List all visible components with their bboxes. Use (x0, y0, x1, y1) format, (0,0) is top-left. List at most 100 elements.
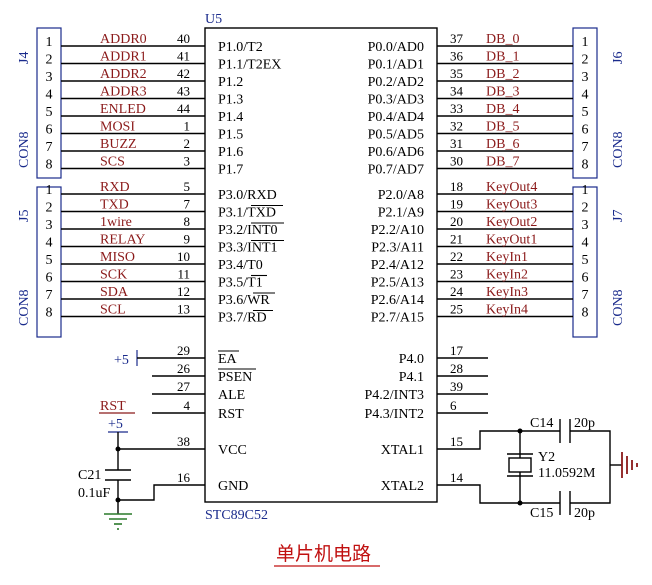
left-pin-name: P1.4 (218, 110, 243, 125)
diagram-title: 单片机电路 (276, 543, 371, 565)
ctrl-right-pin-number: 6 (450, 398, 457, 413)
right-net-label: KeyIn2 (486, 268, 528, 283)
right-pin-name: P2.2/A10 (371, 223, 424, 238)
connector-pin-number: 3 (582, 70, 589, 85)
c14-ref: C14 (530, 416, 553, 431)
left-pin-number: 43 (177, 84, 190, 99)
connector-pin-number: 6 (582, 123, 589, 138)
ctrl-right-pin-name: P4.2/INT3 (365, 388, 425, 403)
connector-j7-body (572, 186, 598, 338)
right-pin-name: P2.3/A11 (371, 241, 424, 256)
ctrl-right-pin-number: 39 (450, 379, 463, 394)
right-pin-number: 37 (450, 31, 464, 46)
connector-pin-number: 8 (46, 306, 53, 321)
left-net-label: ADDR3 (100, 85, 147, 100)
left-net-label: SCL (100, 303, 126, 318)
connector-pin-number: 7 (46, 288, 53, 303)
control-pins: 29EA26PSEN27ALE4RST17P4.028P4.139P4.2/IN… (152, 343, 488, 494)
connector-j4-type: CON8 (17, 131, 32, 168)
right-pin-name: P0.3/AD3 (368, 93, 424, 108)
connector-pin-number: 8 (46, 158, 53, 173)
connector-pin-number: 3 (46, 70, 53, 85)
right-pin-name: P2.7/A15 (371, 311, 424, 326)
crystal-junction-top (517, 428, 523, 434)
right-net-label: DB_3 (486, 85, 519, 100)
right-pin-name: P2.5/A13 (371, 276, 424, 291)
left-pin-name: P1.3 (218, 93, 243, 108)
gnd-pin-name: GND (218, 479, 248, 494)
gnd-pin-number: 16 (177, 470, 191, 485)
left-pin-name: P1.1/T2EX (218, 58, 281, 73)
right-net-label: DB_1 (486, 50, 519, 65)
connector-pin-number: 5 (582, 253, 589, 268)
right-pin-name: P0.1/AD1 (368, 58, 424, 73)
ctrl-right-pin-name: P4.1 (399, 370, 424, 385)
right-pin-number: 33 (450, 101, 463, 116)
left-pin-number: 1 (184, 119, 191, 134)
left-pin-number: 41 (177, 49, 190, 64)
connector-j6-type: CON8 (611, 131, 626, 168)
connector-pin-number: 7 (582, 288, 589, 303)
ctrl-right-pin-number: 17 (450, 343, 464, 358)
left-net-label: SDA (100, 285, 129, 300)
left-net-label: ADDR0 (100, 32, 147, 47)
left-net-label: MISO (100, 250, 135, 265)
left-pin-number: 42 (177, 66, 190, 81)
chip-part: STC89C52 (205, 508, 268, 523)
left-pin-number: 2 (184, 136, 191, 151)
right-net-label: DB_7 (486, 155, 519, 170)
right-net-label: DB_0 (486, 32, 519, 47)
left-net-label: RXD (100, 180, 130, 195)
xtal1-pin-number: 15 (450, 434, 463, 449)
left-net-label: ENLED (100, 102, 146, 117)
right-pin-number: 35 (450, 66, 463, 81)
ctrl-left-pin-name: EA (218, 352, 238, 367)
right-net-label: KeyOut4 (486, 180, 537, 195)
rst-net-label: RST (100, 399, 126, 414)
xtal1-pin-name: XTAL1 (381, 443, 424, 458)
connector-pin-number: 8 (582, 306, 589, 321)
connector-j4-ref: J4 (17, 52, 32, 64)
connector-j6-body (572, 27, 598, 179)
right-net-label: DB_6 (486, 137, 519, 152)
connector-pin-number: 7 (582, 140, 589, 155)
left-pin-name: P3.3/INT1 (218, 241, 278, 256)
left-pin-number: 10 (177, 249, 190, 264)
right-pin-name: P0.5/AD5 (368, 128, 424, 143)
crystal-body (508, 457, 532, 473)
right-pin-number: 24 (450, 284, 464, 299)
left-net-label: SCK (100, 268, 127, 283)
connector-pin-number: 1 (582, 35, 589, 50)
right-pin-name: P0.6/AD6 (368, 145, 424, 160)
xtal2-pin-name: XTAL2 (381, 479, 424, 494)
left-pin-number: 11 (177, 267, 190, 282)
left-pin-number: 5 (184, 179, 191, 194)
xtal2-wire (437, 484, 560, 504)
c21-value: 0.1uF (78, 486, 111, 501)
left-pin-number: 44 (177, 101, 191, 116)
connector-pin-number: 2 (582, 201, 589, 216)
right-net-label: DB_5 (486, 120, 519, 135)
left-net-label: TXD (100, 198, 129, 213)
right-net-label: KeyOut1 (486, 233, 537, 248)
connector-pin-number: 6 (582, 271, 589, 286)
left-pin-number: 40 (177, 31, 190, 46)
right-pin-name: P2.0/A8 (378, 188, 424, 203)
connector-pin-number: 5 (46, 253, 53, 268)
vcc-pin-number: 38 (177, 434, 190, 449)
right-net-label: DB_2 (486, 67, 519, 82)
connector-pin-number: 5 (46, 105, 53, 120)
left-pin-number: 13 (177, 302, 190, 317)
c21-ref: C21 (78, 468, 101, 483)
crystal-ground-icon (621, 452, 638, 478)
left-pin-name: P3.4/T0 (218, 258, 263, 273)
connector-pin-number: 4 (46, 236, 53, 251)
gnd-wire (118, 484, 205, 501)
ground-icon (104, 513, 132, 530)
c15-ref: C15 (530, 506, 553, 521)
right-pin-number: 34 (450, 84, 464, 99)
right-net-label: KeyOut3 (486, 198, 537, 213)
left-pin-name: P1.5 (218, 128, 243, 143)
ctrl-left-pin-number: 27 (177, 379, 191, 394)
